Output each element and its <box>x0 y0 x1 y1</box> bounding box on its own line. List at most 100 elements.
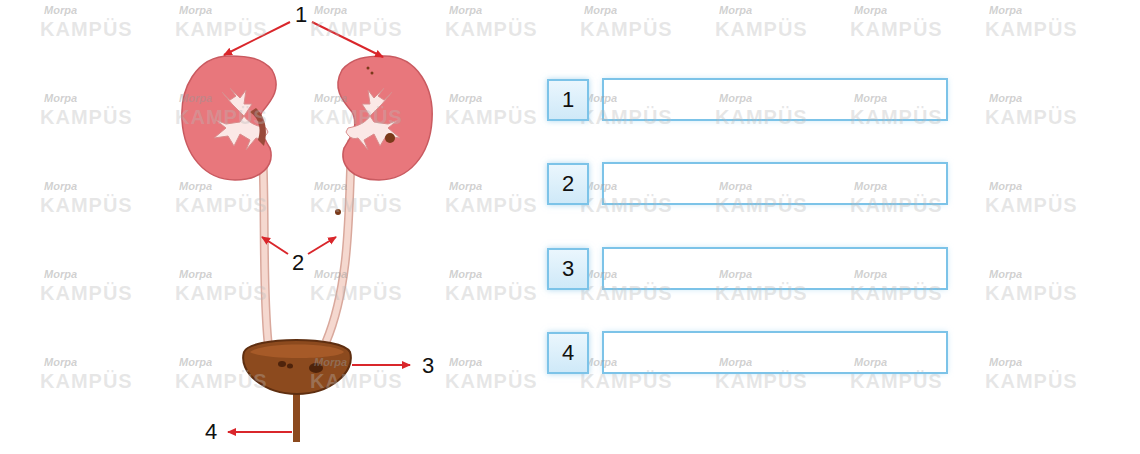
answer-box-glow <box>603 79 947 120</box>
leader-arrow <box>228 431 292 433</box>
answer-box-glow <box>603 163 947 204</box>
watermark: KAMPÜS <box>715 18 808 41</box>
watermark: Morpa <box>989 4 1022 16</box>
watermark: KAMPÜS <box>310 106 403 129</box>
bladder-spot <box>278 361 286 367</box>
watermark: Morpa <box>179 180 212 192</box>
kidney-body <box>338 56 432 180</box>
renal-pelvis <box>214 88 268 150</box>
watermark: KAMPÜS <box>850 194 943 217</box>
watermark: Morpa <box>989 268 1022 280</box>
leader-arrow <box>308 237 336 254</box>
watermark: KAMPÜS <box>175 18 268 41</box>
watermark: Morpa <box>989 356 1022 368</box>
watermark: KAMPÜS <box>715 282 808 305</box>
bladder-rim <box>250 345 344 359</box>
watermark: Morpa <box>854 4 887 16</box>
box-number: 3 <box>562 258 574 280</box>
callout-number: 1 <box>295 4 307 26</box>
watermark: Morpa <box>719 356 752 368</box>
watermark: Morpa <box>179 268 212 280</box>
watermark: KAMPÜS <box>40 106 133 129</box>
watermark: Morpa <box>314 356 347 368</box>
watermark: Morpa <box>584 4 617 16</box>
watermark: Morpa <box>44 92 77 104</box>
bladder <box>243 340 351 394</box>
watermark: KAMPÜS <box>580 370 673 393</box>
callout-number: 2 <box>292 252 304 274</box>
watermark: KAMPÜS <box>445 194 538 217</box>
watermark: Morpa <box>449 92 482 104</box>
watermark: Morpa <box>854 92 887 104</box>
watermark: KAMPÜS <box>850 106 943 129</box>
watermark: KAMPÜS <box>985 282 1078 305</box>
watermark: KAMPÜS <box>175 194 268 217</box>
watermark: KAMPÜS <box>445 282 538 305</box>
box-number: 2 <box>562 173 574 195</box>
watermark: Morpa <box>179 356 212 368</box>
kidney <box>182 56 276 180</box>
box-number: 1 <box>562 89 574 111</box>
watermark: KAMPÜS <box>985 370 1078 393</box>
watermark: KAMPÜS <box>310 282 403 305</box>
watermark: KAMPÜS <box>985 106 1078 129</box>
watermark: KAMPÜS <box>40 18 133 41</box>
watermark: Morpa <box>314 92 347 104</box>
answer-box <box>603 248 947 289</box>
answer-boxes <box>603 79 947 373</box>
watermark: Morpa <box>719 92 752 104</box>
kidney-body <box>182 56 276 180</box>
answer-box-glow <box>603 332 947 373</box>
urethra <box>293 388 300 442</box>
watermark: KAMPÜS <box>985 18 1078 41</box>
watermark: KAMPÜS <box>580 106 673 129</box>
watermark: Morpa <box>719 4 752 16</box>
stone <box>385 133 395 143</box>
box-number: 4 <box>562 342 574 364</box>
pelvis-shadow <box>250 108 266 146</box>
watermark: Morpa <box>449 268 482 280</box>
watermark: KAMPÜS <box>445 18 538 41</box>
number-box: 4 <box>547 332 589 374</box>
watermark: KAMPÜS <box>40 282 133 305</box>
watermark: KAMPÜS <box>175 106 268 129</box>
answer-box <box>603 163 947 204</box>
watermark: KAMPÜS <box>445 370 538 393</box>
stone <box>371 72 374 75</box>
watermark: KAMPÜS <box>40 194 133 217</box>
callout-number: 3 <box>422 355 434 377</box>
watermark: Morpa <box>449 4 482 16</box>
number-box: 2 <box>547 163 589 205</box>
watermark: Morpa <box>854 268 887 280</box>
watermark: Morpa <box>179 92 212 104</box>
watermark: KAMPÜS <box>580 282 673 305</box>
watermark: KAMPÜS <box>985 194 1078 217</box>
watermark: Morpa <box>44 356 77 368</box>
watermark: KAMPÜS <box>715 194 808 217</box>
watermark: KAMPÜS <box>40 370 133 393</box>
watermark: Morpa <box>44 180 77 192</box>
watermark: KAMPÜS <box>175 370 268 393</box>
callout-number: 4 <box>205 421 217 443</box>
watermark: Morpa <box>989 92 1022 104</box>
bladder-spot <box>287 364 293 369</box>
number-box: 1 <box>547 79 589 121</box>
watermark: Morpa <box>449 180 482 192</box>
renal-pelvis <box>346 88 400 150</box>
watermark: KAMPÜS <box>175 282 268 305</box>
answer-box <box>603 332 947 373</box>
watermark: Morpa <box>44 268 77 280</box>
watermark: Morpa <box>989 180 1022 192</box>
watermark: Morpa <box>854 356 887 368</box>
watermark: KAMPÜS <box>850 18 943 41</box>
stone <box>335 209 341 215</box>
watermark: KAMPÜS <box>580 194 673 217</box>
leader-arrows <box>224 22 410 432</box>
watermark: KAMPÜS <box>580 18 673 41</box>
watermark: KAMPÜS <box>310 370 403 393</box>
watermark: KAMPÜS <box>310 18 403 41</box>
watermark: Morpa <box>314 268 347 280</box>
answer-box <box>603 79 947 120</box>
